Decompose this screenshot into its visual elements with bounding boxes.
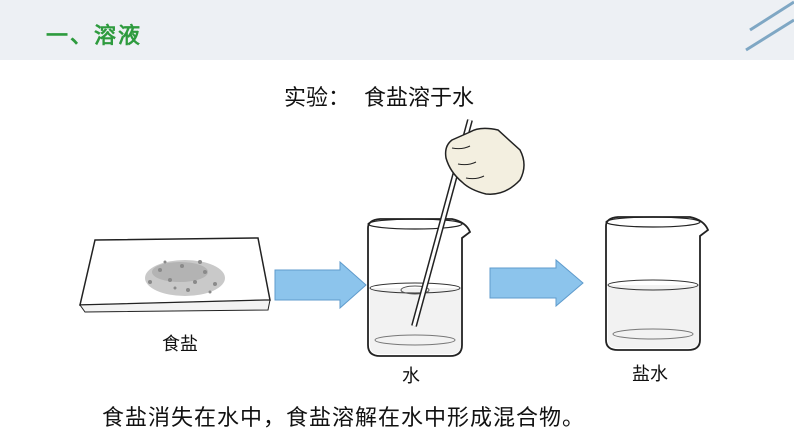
- salt-pile-icon: [79, 237, 271, 313]
- experiment-title: 实验： 食盐溶于水: [284, 86, 474, 111]
- beaker-icon: [605, 216, 710, 351]
- decorative-lines: [745, 0, 794, 52]
- label-salt: 食盐: [162, 334, 198, 355]
- arrow-right-icon: [489, 258, 584, 308]
- hand-icon: [444, 127, 525, 195]
- header-band: [0, 0, 794, 60]
- conclusion-text: 食盐消失在水中，食盐溶解在水中形成混合物。: [102, 406, 586, 431]
- label-salt-water: 盐水: [632, 364, 668, 385]
- beaker-icon: [367, 218, 472, 357]
- arrow-right-icon: [274, 260, 367, 310]
- section-title: 一、溶液: [46, 24, 143, 49]
- label-water: 水: [402, 366, 420, 387]
